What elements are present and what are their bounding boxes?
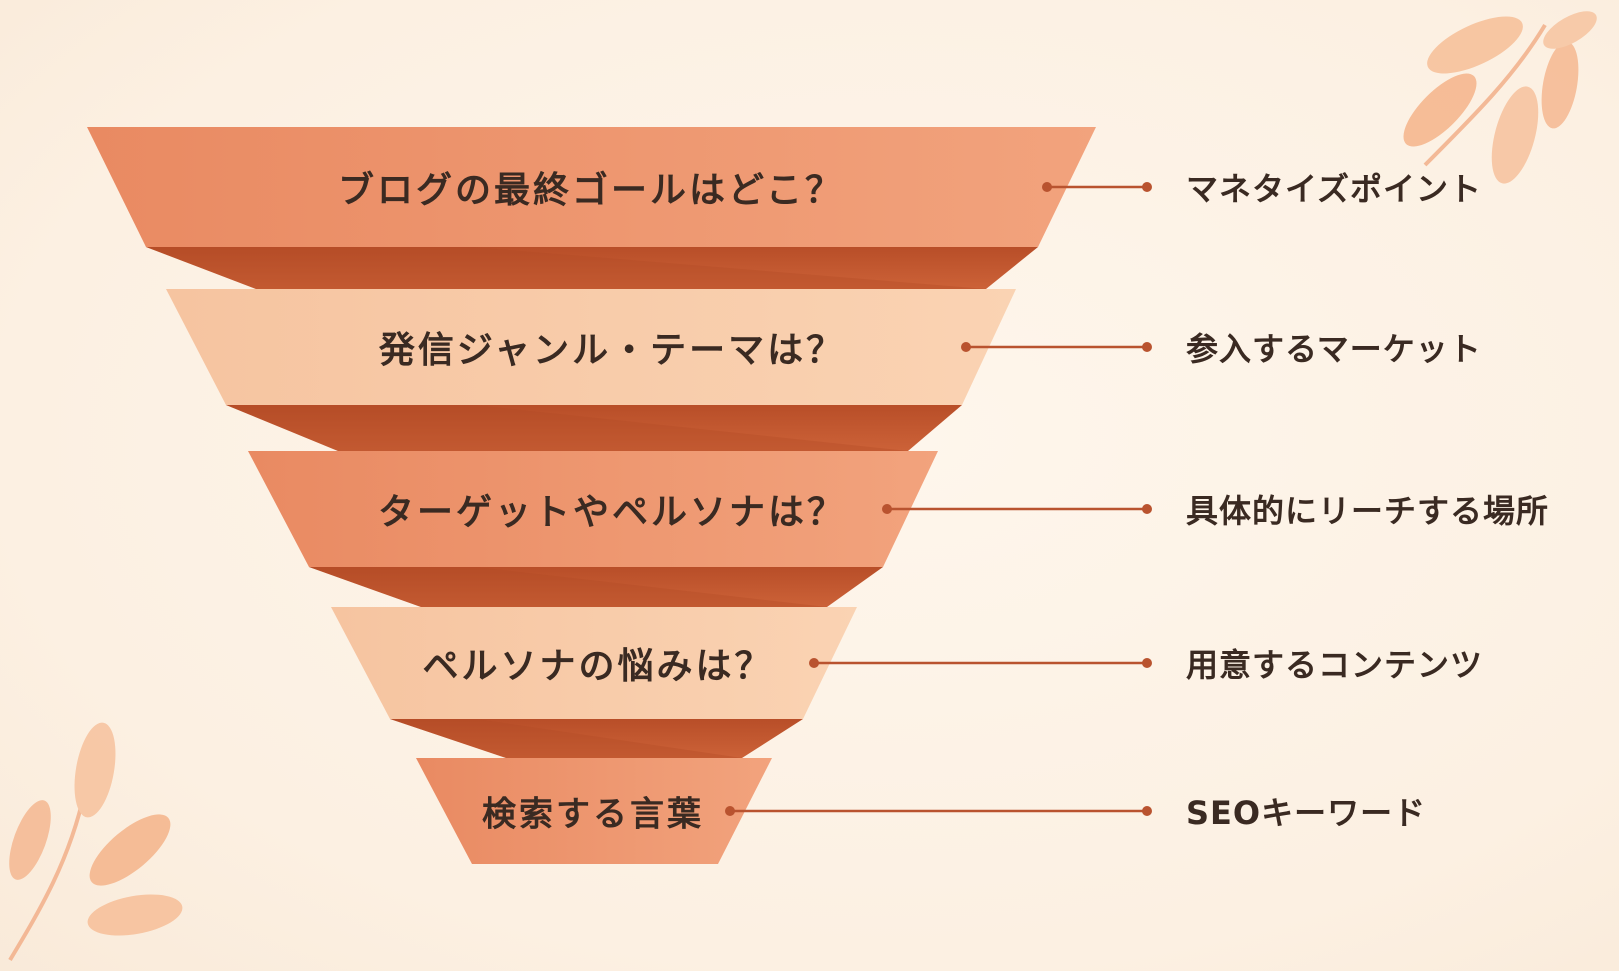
funnel-answer: マネタイズポイント	[1186, 170, 1483, 208]
leader-dot	[1142, 182, 1152, 192]
leader-dot	[1042, 182, 1052, 192]
funnel-connector-shade	[390, 719, 742, 758]
funnel-answer: 用意するコンテンツ	[1186, 646, 1484, 684]
funnel-connector-shade	[226, 405, 908, 451]
leader-dot	[882, 504, 892, 514]
funnel-question: 検索する言葉	[482, 794, 704, 835]
funnel-connector	[226, 405, 962, 451]
funnel-answer: 具体的にリーチする場所	[1186, 492, 1550, 530]
funnel-answer: 参入するマーケット	[1186, 330, 1482, 368]
leader-dot	[1142, 658, 1152, 668]
funnel-bands	[87, 127, 1096, 864]
funnel-question: ペルソナの悩みは？	[422, 646, 774, 687]
leader-dot	[1142, 342, 1152, 352]
leaf-branch-icon	[8, 722, 183, 962]
funnel-band	[248, 451, 938, 567]
funnel-band	[416, 758, 772, 864]
funnel-question: ブログの最終ゴールはどこ？	[338, 170, 844, 211]
funnel-band	[166, 289, 1016, 405]
funnel-question: ターゲットやペルソナは？	[377, 492, 847, 533]
funnel-answer: SEOキーワード	[1186, 794, 1427, 832]
leader-dot	[961, 342, 971, 352]
funnel-connector-shade	[309, 567, 827, 607]
leader-lines	[725, 182, 1152, 816]
funnel-band	[87, 127, 1096, 247]
funnel-band	[331, 607, 857, 719]
funnel-connector	[309, 567, 883, 607]
funnel-connector	[390, 719, 803, 758]
leader-dot	[725, 806, 735, 816]
funnel-connector-shade	[146, 247, 986, 289]
funnel-connector	[146, 247, 1038, 289]
funnel-question: 発信ジャンル・テーマは？	[378, 330, 846, 371]
leader-dot	[809, 658, 819, 668]
funnel-connectors	[146, 247, 1038, 758]
leader-dot	[1142, 504, 1152, 514]
leader-dot	[1142, 806, 1152, 816]
leaf-branch-icon	[1403, 11, 1597, 184]
